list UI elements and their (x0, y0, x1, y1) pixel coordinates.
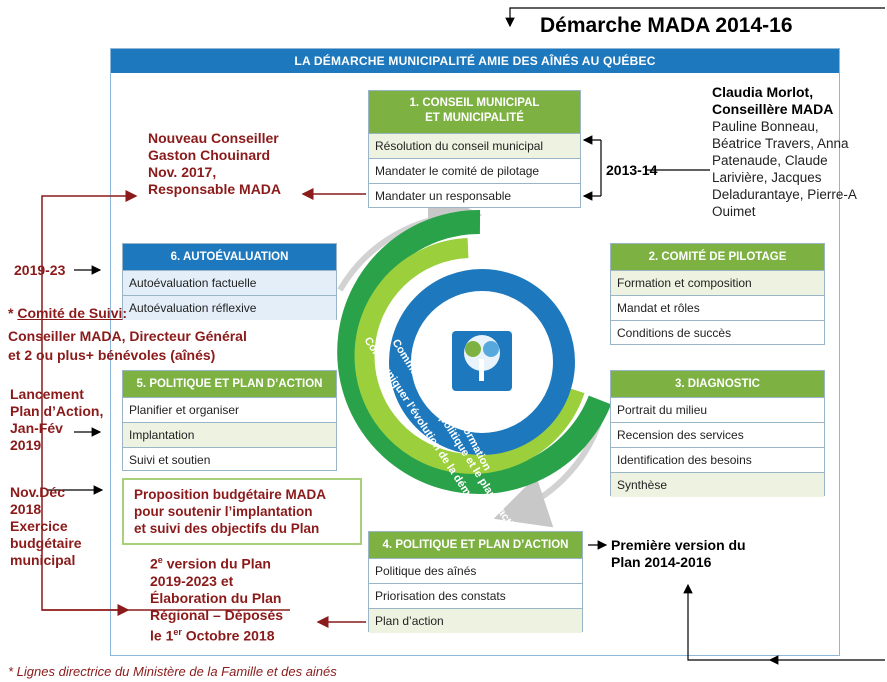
list-item: Autoévaluation factuelle (123, 270, 336, 295)
list-item: Autoévaluation réflexive (123, 295, 336, 320)
note-line: budgétaire (10, 535, 82, 551)
note-line: Pauline Bonneau, (712, 119, 819, 134)
note-line: Béatrice Travers, Anna (712, 136, 849, 151)
comite-title: Comité de Suivi (17, 305, 123, 321)
note-line: Régional – Déposés (150, 606, 284, 623)
box-diagnostic-title: 3. DIAGNOSTIC (611, 371, 824, 397)
note-line: Première version du (611, 537, 746, 553)
page-title: Démarche MADA 2014-16 (540, 14, 793, 37)
list-item: Identification des besoins (611, 447, 824, 472)
footnote: * Lignes directrice du Ministère de la F… (8, 664, 337, 679)
note-line: Patenaude, Claude (712, 153, 828, 168)
proposition-line: pour soutenir l’implantation (134, 504, 313, 519)
box-comite-pilotage: 2. COMITÉ DE PILOTAGE Formation et compo… (610, 243, 825, 345)
box-diagnostic: 3. DIAGNOSTIC Portrait du milieu Recensi… (610, 370, 825, 497)
proposition-line: et suivi des objectifs du Plan (134, 521, 320, 536)
box-politique-plan-4-title: 4. POLITIQUE ET PLAN D’ACTION (369, 532, 582, 558)
box-title-line: 1. CONSEIL MUNICIPAL (409, 97, 540, 109)
note-line: Nov.Déc (10, 484, 65, 500)
proposition-box: Proposition budgétaire MADA pour souteni… (122, 478, 362, 545)
note-line: Deladurantaye, Pierre-A (712, 187, 857, 202)
list-item: Mandater un responsable (369, 183, 580, 208)
note-line: Exercice (10, 518, 68, 534)
box-autoevaluation-title: 6. AUTOÉVALUATION (123, 244, 336, 270)
diagram-banner: LA DÉMARCHE MUNICIPALITÉ AMIE DES AÎNÉS … (111, 49, 839, 73)
note-line: Larivière, Jacques (712, 170, 822, 185)
note-comite-suivi: * Comité de Suivi: Conseiller MADA, Dire… (8, 305, 247, 364)
list-item: Mandat et rôles (611, 295, 824, 320)
note-line: Élaboration du Plan (150, 589, 282, 606)
note-deuxieme-version: 2e version du Plan 2019-2023 et Élaborat… (150, 552, 283, 644)
note-line: Lancement (10, 386, 84, 402)
proposition-line: Proposition budgétaire MADA (134, 487, 326, 502)
box-autoevaluation: 6. AUTOÉVALUATION Autoévaluation factuel… (122, 243, 337, 320)
colon: : (122, 305, 128, 321)
note-line: Conseiller MADA, Directeur Général (8, 328, 247, 344)
list-item: Portrait du milieu (611, 397, 824, 422)
note-line: Gaston Chouinard (148, 147, 271, 163)
note-line: Ouimet (712, 204, 756, 219)
note-line: Plan d’Action, (10, 403, 104, 419)
period-2019-23: 2019-23 (14, 262, 66, 278)
box-politique-plan-5-title: 5. POLITIQUE ET PLAN D’ACTION (123, 371, 336, 397)
superscript: e (157, 555, 163, 565)
period-2013-14: 2013-14 (606, 162, 658, 178)
note-line: et 2 ou plus+ bénévoles (aînés) (8, 347, 216, 363)
list-item: Formation et composition (611, 270, 824, 295)
note-line: 2019 (10, 437, 42, 453)
list-item: Priorisation des constats (369, 583, 582, 608)
list-item: Suivi et soutien (123, 447, 336, 472)
list-item: Implantation (123, 422, 336, 447)
text-part: Octobre 2018 (181, 627, 275, 644)
note-premiere-version: Première version du Plan 2014-2016 (611, 537, 746, 571)
asterisk: * (8, 305, 18, 321)
text-part: version du Plan (162, 555, 271, 572)
note-comite-members: Claudia Morlot, Conseillère MADA Pauline… (712, 84, 857, 220)
cycle-graphic (337, 209, 612, 494)
box-comite-pilotage-title: 2. COMITÉ DE PILOTAGE (611, 244, 824, 270)
note-nov-dec: Nov.Déc 2018 Exercice budgétaire municip… (10, 484, 82, 569)
note-line: Nov. 2017, (148, 164, 217, 180)
note-line: municipal (10, 552, 76, 568)
note-line: 2018 (10, 501, 42, 517)
note-line: 2019-2023 et (150, 572, 234, 589)
list-item: Recension des services (611, 422, 824, 447)
list-item: Planifier et organiser (123, 397, 336, 422)
note-line: Claudia Morlot, (712, 84, 814, 100)
note-nouveau-conseiller: Nouveau Conseiller Gaston Chouinard Nov.… (148, 130, 281, 198)
list-item: Conditions de succès (611, 320, 824, 345)
box-conseil-municipal: 1. CONSEIL MUNICIPAL ET MUNICIPALITÉ Rés… (368, 90, 581, 208)
text-part: 2 (150, 555, 158, 572)
box-conseil-municipal-title: 1. CONSEIL MUNICIPAL ET MUNICIPALITÉ (369, 91, 580, 133)
list-item: Résolution du conseil municipal (369, 133, 580, 158)
box-title-line: ET MUNICIPALITÉ (425, 112, 524, 124)
text-part: le 1 (150, 627, 174, 644)
note-lancement: Lancement Plan d’Action, Jan-Fév 2019 (10, 386, 103, 454)
superscript: er (173, 626, 182, 637)
list-item: Synthèse (611, 472, 824, 497)
list-item: Mandater le comité de pilotage (369, 158, 580, 183)
note-line: Conseillère MADA (712, 101, 834, 117)
box-politique-plan-4: 4. POLITIQUE ET PLAN D’ACTION Politique … (368, 531, 583, 633)
note-line: Jan-Fév (10, 420, 63, 436)
note-line: Plan 2014-2016 (611, 554, 712, 570)
list-item: Politique des aînés (369, 558, 582, 583)
note-line: Responsable MADA (148, 181, 282, 197)
box-politique-plan-5: 5. POLITIQUE ET PLAN D’ACTION Planifier … (122, 370, 337, 471)
note-line: Nouveau Conseiller (148, 130, 279, 146)
list-item: Plan d’action (369, 608, 582, 633)
